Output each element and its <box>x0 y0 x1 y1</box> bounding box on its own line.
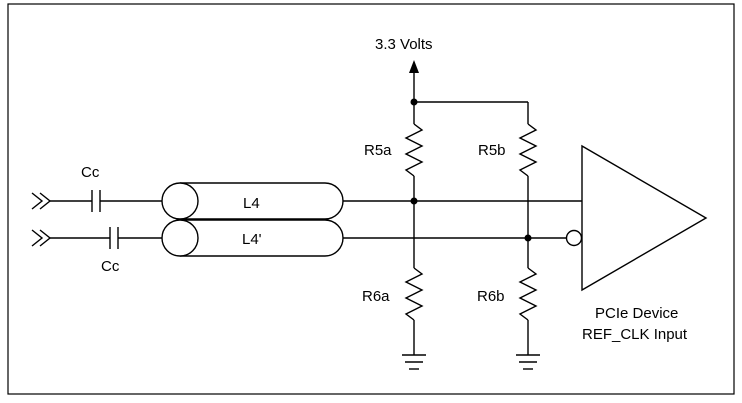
label-cc-bottom: Cc <box>101 258 120 275</box>
resistor-r5b <box>518 123 538 238</box>
label-r6b: R6b <box>477 288 505 305</box>
ground-icon-right <box>516 354 540 370</box>
input-arrow-bottom-icon <box>31 229 110 247</box>
junction-negative <box>524 234 532 242</box>
resistor-r6a <box>404 201 424 355</box>
label-device-line1: PCIe Device <box>595 305 678 322</box>
label-device-line2: REF_CLK Input <box>582 326 688 343</box>
resistor-r6b <box>518 238 538 355</box>
input-arrow-top-icon <box>31 192 92 210</box>
diagram-frame <box>7 3 735 395</box>
label-l4-prime: L4' <box>242 231 262 248</box>
supply-arrow-icon <box>409 60 419 102</box>
ground-icon-left <box>402 354 426 370</box>
label-r6a: R6a <box>362 288 390 305</box>
label-r5b: R5b <box>478 142 506 159</box>
label-supply-voltage: 3.3 Volts <box>375 36 433 53</box>
label-cc-top: Cc <box>81 164 100 181</box>
resistor-r5a <box>404 102 424 201</box>
receiver-buffer-icon <box>565 144 708 292</box>
label-l4: L4 <box>243 195 260 212</box>
junction-positive <box>410 197 418 205</box>
label-r5a: R5a <box>364 142 392 159</box>
